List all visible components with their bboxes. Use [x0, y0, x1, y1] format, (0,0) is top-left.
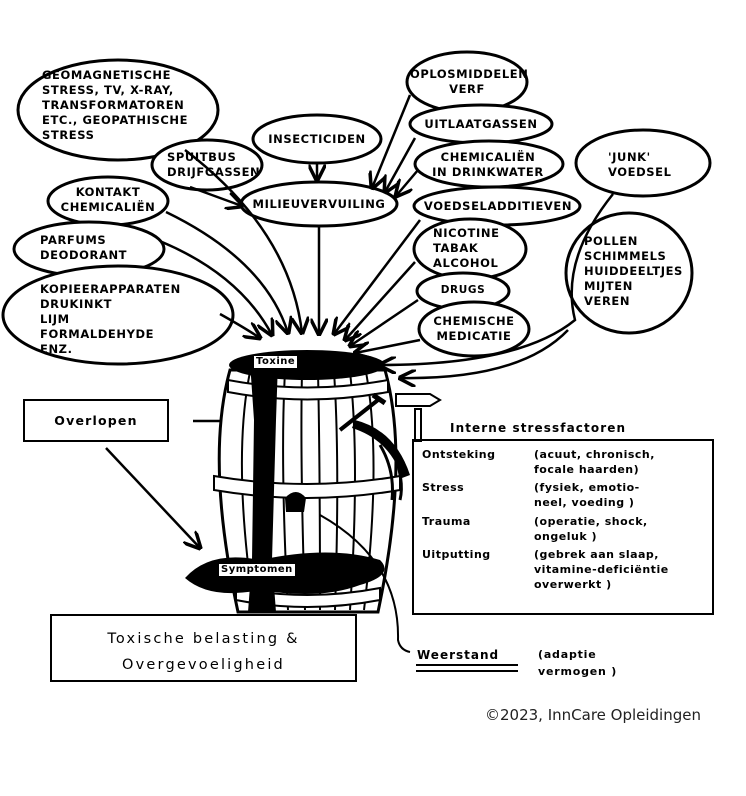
stress-row-name: Ontsteking — [422, 448, 496, 461]
internal-stress-box: Ontsteking (acuut, chronisch, focale haa… — [412, 439, 714, 615]
arrow-allergens — [400, 329, 569, 378]
resistance-line — [319, 514, 411, 653]
internal-stress-title: Interne stressfactoren — [450, 421, 627, 435]
barrel — [185, 350, 410, 614]
bubble-office — [1, 264, 235, 366]
label-perfume: Parfums deodorant — [40, 233, 128, 262]
label-nicotine: Nicotine tabak alcohol — [433, 226, 500, 270]
bubble-spray — [150, 138, 264, 192]
label-junk-food: 'Junk' voedsel — [608, 150, 672, 179]
arrow-solvents — [372, 94, 412, 188]
arrow-geomagnetic — [184, 149, 302, 333]
bubble-allergens — [564, 211, 694, 335]
stress-row-name: Trauma — [422, 515, 471, 528]
arrow-additives — [334, 219, 421, 334]
label-office: Kopieerapparaten drukinkt lijm formaldeh… — [40, 282, 181, 356]
barrel-bottom-label: Symptomen — [218, 563, 296, 577]
label-spray: Spuitbus drijfgassen — [167, 150, 261, 179]
hammer-icon — [395, 393, 442, 442]
diagram-title: Toxische belasting & Overgevoeligheid — [107, 631, 300, 673]
bubble-medication — [417, 300, 531, 358]
label-pollution: Milieuvervuiling — [252, 197, 386, 211]
resistance-note: (adaptie vermogen ) — [538, 648, 618, 678]
stress-row-desc: (fysiek, emotio- neel, voeding ) — [534, 481, 640, 509]
arrow-exhaust — [385, 137, 417, 192]
arrow-spray — [189, 185, 242, 206]
label-solvents: Oplosmiddelen verf — [410, 67, 529, 96]
arrow-water-chemicals — [396, 169, 419, 196]
overflow-label: Overlopen — [54, 413, 138, 428]
arrow-nicotine — [345, 261, 416, 340]
arrow-junk-food — [380, 193, 614, 365]
overflow-box: Overlopen — [23, 399, 169, 442]
bubble-junk-food — [574, 128, 712, 198]
barrel-top-label: Toxine — [253, 355, 299, 369]
arrow-contact — [165, 210, 288, 333]
label-drugs: Drugs — [440, 284, 486, 296]
stress-row-desc: (acuut, chronisch, focale haarden) — [534, 448, 655, 476]
stress-row-desc: (operatie, shock, ongeluk ) — [534, 515, 648, 543]
resistance-underline — [416, 664, 518, 666]
label-exhaust: Uitlaatgassen — [424, 117, 538, 131]
stress-row-name: Uitputting — [422, 548, 491, 561]
copyright: ©2023, InnCare Opleidingen — [485, 706, 701, 724]
label-contact-chemicals: Kontakt chemicaliën — [60, 185, 156, 214]
stress-row-desc: (gebrek aan slaap, vitamine-deficiëntie … — [534, 548, 669, 591]
label-water-chemicals: Chemicaliën in drinkwater — [432, 150, 544, 179]
arrow-overlopen-puddle — [105, 447, 200, 548]
diagram-title-box: Toxische belasting & Overgevoeligheid — [50, 614, 357, 682]
bubble-geomagnetic — [16, 58, 220, 162]
stress-row-name: Stress — [422, 481, 465, 494]
arrow-perfume — [161, 240, 272, 335]
arrow-drugs — [350, 298, 419, 346]
label-insecticides: Insecticiden — [268, 132, 366, 146]
label-medication: Chemische medicatie — [433, 314, 515, 343]
label-geomagnetic: Geomagnetische stress, TV, X-ray, transf… — [42, 68, 189, 142]
resistance-label: Weerstand — [417, 648, 500, 662]
label-allergens: Pollen schimmels huiddeeltjes mijten ver… — [584, 234, 683, 308]
label-additives: Voedseladditieven — [423, 199, 573, 213]
arrow-medication — [355, 338, 421, 353]
resistance-underline — [416, 670, 518, 672]
